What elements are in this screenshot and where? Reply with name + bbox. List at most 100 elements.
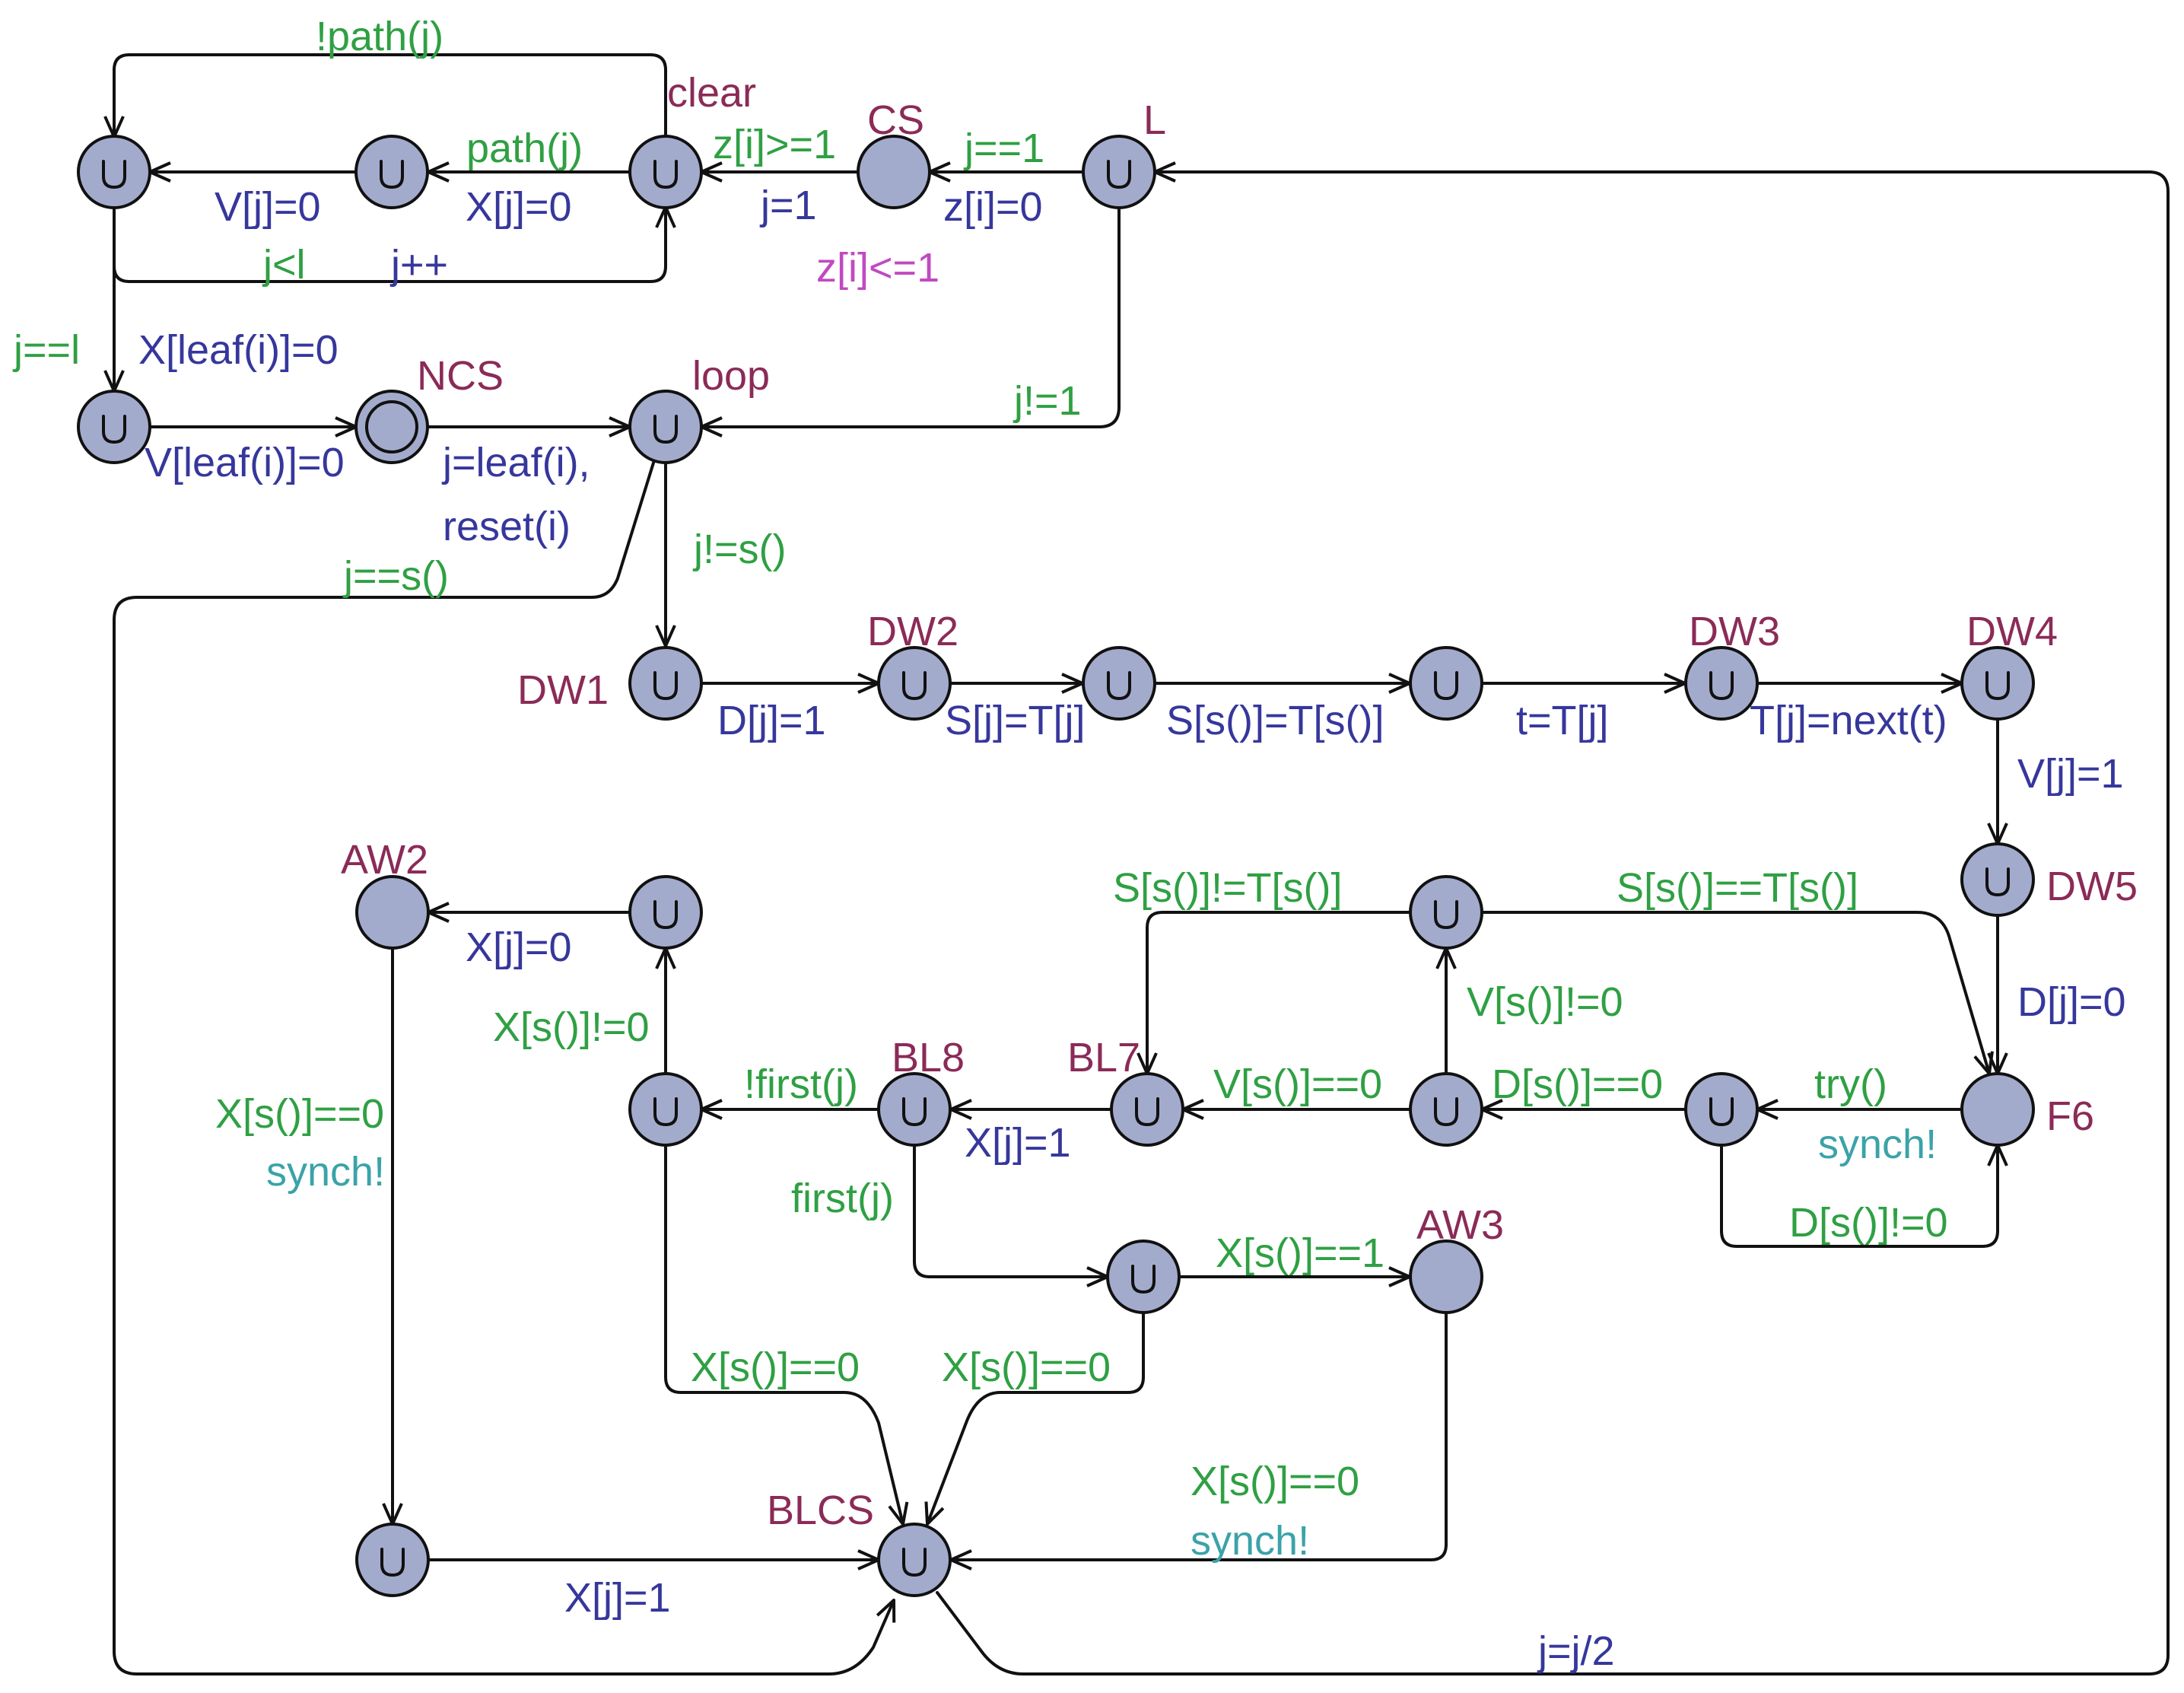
label-reset-i: reset(i) [443,504,571,549]
label-j-half: j=j/2 [1537,1628,1615,1674]
state-aw3[interactable] [1409,1240,1483,1314]
location-name-bl8: BL8 [892,1035,965,1080]
location-name-aw2: AW2 [341,837,428,883]
label-j-eq-s: j==s() [342,553,449,599]
urgent-u-icon [102,160,126,189]
urgent-u-icon [1709,1097,1734,1127]
edge-n7-f6[interactable] [1720,1144,1998,1248]
urgent-u-icon [380,1548,405,1577]
label-synch-f6: synch! [1818,1122,1937,1167]
label-j-assign-1: j=1 [759,183,817,228]
state-n5[interactable] [1409,875,1483,950]
urgent-u-icon [902,671,927,701]
label-j-inc: j++ [389,242,448,288]
location-name-dw5: DW5 [2046,864,2138,909]
state-l[interactable] [1082,135,1156,209]
state-dw1[interactable] [628,646,703,721]
urgent-u-icon [1107,160,1131,189]
location-name-dw4: DW4 [1966,609,2058,654]
state-n6[interactable] [1409,1072,1483,1147]
label-d-s-neq-0: D[s()]!=0 [1789,1200,1948,1246]
edge-aw3-blcs[interactable] [949,1311,1448,1560]
state-n1[interactable] [1082,646,1156,721]
location-names: clear CS L NCS loop DW1 DW2 DW3 DW4 DW5 … [341,70,2138,1533]
label-x-s-eq-0-aw3: X[s()]==0 [1191,1459,1359,1504]
label-not-path-j: !path(j) [316,14,443,59]
state-cs[interactable] [857,135,931,209]
location-name-clear: clear [667,70,756,116]
urgent-u-icon [1135,1097,1159,1127]
urgent-u-icon [1434,900,1458,930]
initial-double-circle-icon [365,400,418,453]
state-q2[interactable] [77,390,151,464]
state-dw2[interactable] [877,646,952,721]
label-x-s-eq-1: X[s()]==1 [1216,1230,1384,1276]
state-q0[interactable] [77,135,151,209]
edge-n5-bl7[interactable] [1147,911,1412,1075]
label-try: try() [1814,1061,1887,1107]
label-z-i-0: z[i]=0 [943,184,1043,230]
label-x-j-0-aw2: X[j]=0 [466,924,572,970]
edge-n8-blcs[interactable] [927,1311,1145,1526]
label-j-neq-1: j!=1 [1013,378,1082,424]
state-n8[interactable] [1106,1240,1181,1314]
state-dw4[interactable] [1960,646,2035,721]
label-s-neq-t: S[s()]!=T[s()] [1113,865,1342,911]
label-x-j-1-bl8: X[j]=1 [965,1120,1071,1166]
state-dw3[interactable] [1684,646,1759,721]
label-s-eq-t: S[s()]==T[s()] [1617,865,1858,911]
urgent-u-icon [1107,671,1131,701]
state-blcs[interactable] [877,1523,952,1597]
label-synch-aw3: synch! [1191,1518,1309,1564]
state-f6[interactable] [1960,1072,2035,1147]
urgent-u-icon [1131,1265,1156,1294]
state-n7[interactable] [1684,1072,1759,1147]
edge-loop-blcs[interactable] [113,459,894,1675]
label-d-s-eq-0: D[s()]==0 [1492,1061,1663,1107]
label-x-s-eq-0-left: X[s()]==0 [691,1345,860,1390]
edge-l-loop[interactable] [700,205,1121,427]
label-s-s-t-s: S[s()]=T[s()] [1166,698,1384,743]
urgent-u-icon [653,415,678,444]
edge-not-path[interactable] [114,53,667,138]
label-z-le-1: z[i]<=1 [816,245,939,291]
urgent-u-icon [1709,671,1734,701]
location-name-dw1: DW1 [517,667,609,713]
urgent-u-icon [1985,671,2010,701]
edge-labels: !path(j) path(j) z[i]>=1 j==1 V[j]=0 X[j… [12,14,2126,1674]
label-t-j-next: T[j]=next(t) [1750,698,1947,743]
state-n3[interactable] [628,1072,703,1147]
urgent-u-icon [102,415,126,444]
state-aw2[interactable] [355,875,430,950]
edge-n5-f6[interactable] [1480,911,1989,1075]
edge-blcs-l[interactable] [936,172,2170,1675]
label-d-j-0: D[j]=0 [2017,979,2126,1025]
label-j-leaf: j=leaf(i), [441,440,590,485]
location-name-bl7: BL7 [1067,1035,1140,1080]
state-ncs[interactable] [354,390,429,464]
edge-j-lt-l[interactable] [113,205,666,283]
state-n2[interactable] [1409,646,1483,721]
states [77,135,2035,1597]
edges [113,53,2170,1675]
urgent-u-icon [1434,671,1458,701]
state-clear[interactable] [628,135,703,209]
location-name-ncs: NCS [417,353,504,399]
state-n9[interactable] [355,1523,430,1597]
urgent-u-icon [653,160,678,189]
label-x-s-eq-0-aw2: X[s()]==0 [215,1091,384,1137]
state-q1[interactable] [354,135,429,209]
edge-n3-blcs[interactable] [664,1144,903,1526]
location-name-loop: loop [692,353,770,399]
label-j-eq-l: j==l [12,327,80,373]
state-n4[interactable] [628,875,703,950]
edge-bl8-n8[interactable] [913,1144,1109,1277]
state-dw5[interactable] [1960,842,2035,917]
urgent-u-icon [380,160,404,189]
label-synch-aw2: synch! [266,1149,385,1195]
state-loop[interactable] [628,390,703,464]
state-bl7[interactable] [1110,1072,1184,1147]
label-v-leaf-0: V[leaf(i)]=0 [145,440,345,485]
state-bl8[interactable] [877,1072,952,1147]
